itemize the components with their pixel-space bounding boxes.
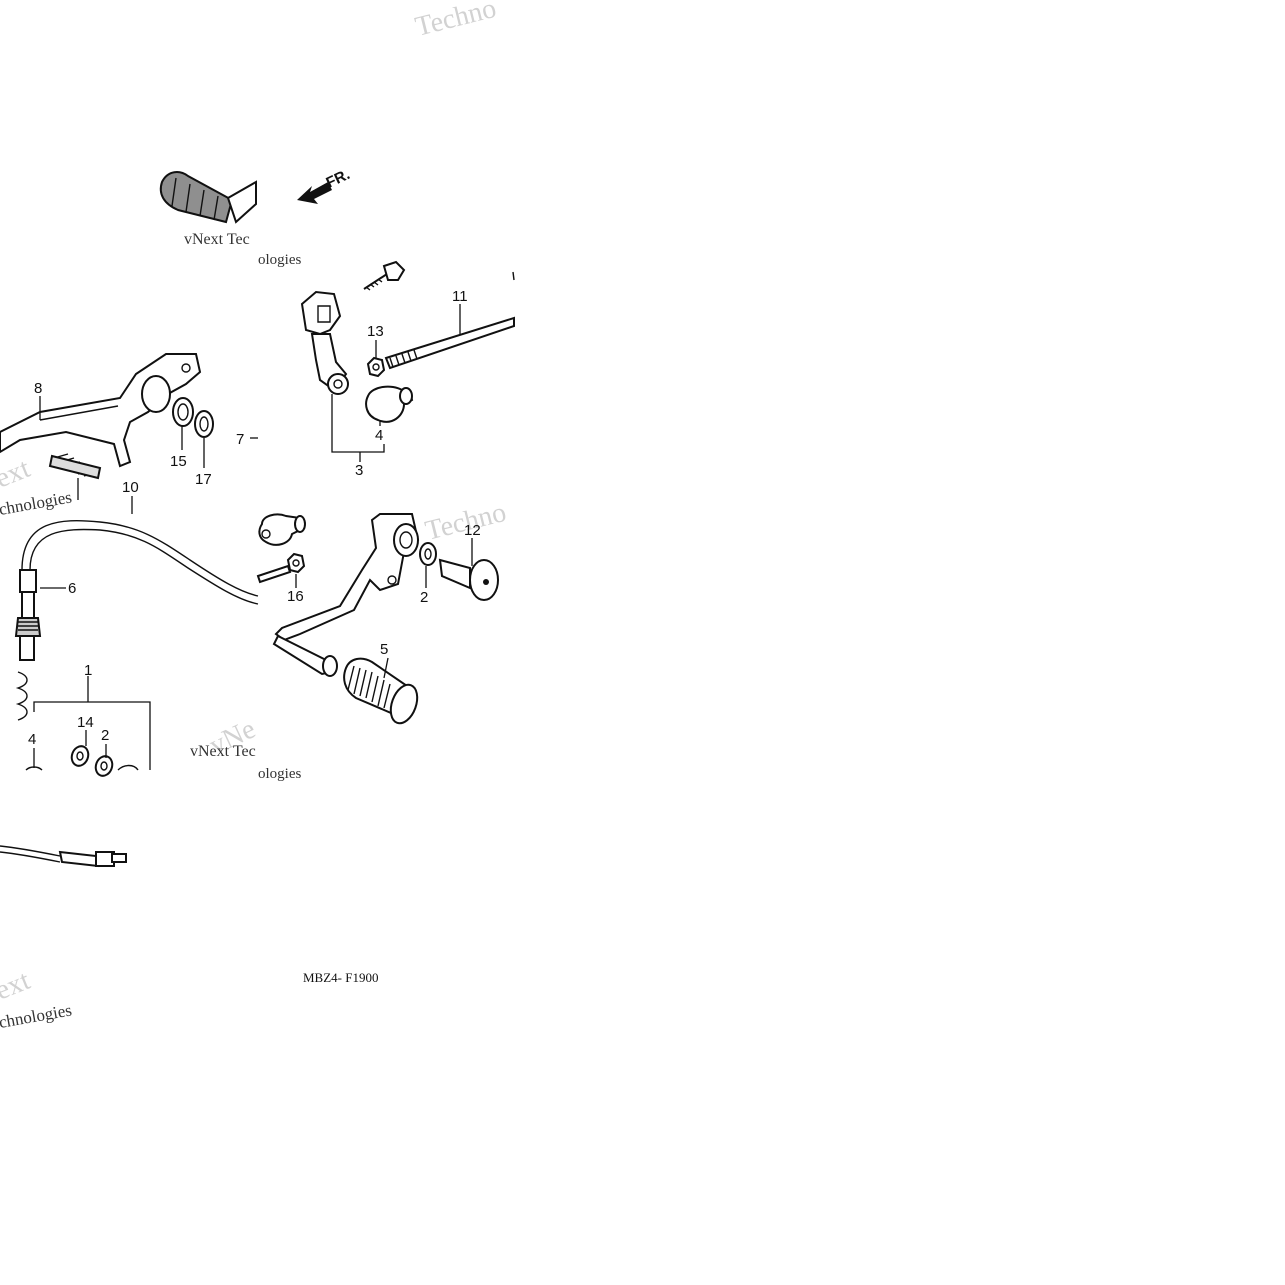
return-spring [48,453,102,500]
watermark-text: ext [0,453,35,495]
brake-cable [14,519,259,661]
rod-joint-top [365,385,414,423]
watermark-text: chnologies [0,487,73,519]
callout-2-left: 2 [101,727,109,744]
watermark-text: vNext Tec [184,231,250,248]
watermark-text: ologies [258,252,301,268]
spring-lower [15,671,28,721]
nut-16 [256,552,306,584]
callout-10: 10 [122,479,139,496]
callout-11: 11 [452,288,468,305]
callout-4-left: 4 [28,731,36,748]
watermark-text: ext [0,965,35,1007]
callout-13: 13 [367,323,384,340]
footpeg-rubber-top [159,171,257,224]
diagram-code: MBZ4- F1900 [303,970,378,985]
callout-12: 12 [464,522,481,539]
callout-16: 16 [287,588,304,605]
watermark-text: Techno [412,0,499,43]
watermark-text: chnologies [0,1000,73,1032]
watermark-text: ologies [258,766,301,782]
circlip-17 [194,410,214,438]
callout-5: 5 [380,641,388,658]
shift-lever [272,513,420,677]
callout-4-top: 4 [375,427,383,444]
callout-14: 14 [77,714,94,731]
callouts: 8 15 17 7 3 4 13 11 10 6 16 2 12 5 1 14 … [28,288,481,748]
brake-pedal [0,353,202,468]
front-direction-label: FR. [324,166,353,192]
shift-arm [300,290,349,395]
callout-6: 6 [68,580,76,597]
washer-15 [172,397,194,427]
callout-2-right: 2 [420,589,428,606]
rod-joint-lower [258,513,306,546]
front-direction-arrow-icon: FR. [297,166,353,204]
callout-8: 8 [34,380,42,397]
callout-17: 17 [195,471,212,488]
pivot-bolt-12 [438,558,499,601]
washer-2-right [419,542,437,566]
footpeg-rubber-5 [343,657,419,725]
switch-wire [0,845,127,868]
nut-13 [366,356,386,378]
callout-3: 3 [355,462,363,479]
tie-rod [384,271,515,370]
bracket-group-1 [25,676,151,777]
callout-7: 7 [236,431,244,448]
callout-15: 15 [170,453,187,470]
callout-1: 1 [84,662,92,679]
watermark-text: vNext Tec [190,743,256,760]
leader-lines [33,304,473,768]
bolt-icon [363,260,406,291]
